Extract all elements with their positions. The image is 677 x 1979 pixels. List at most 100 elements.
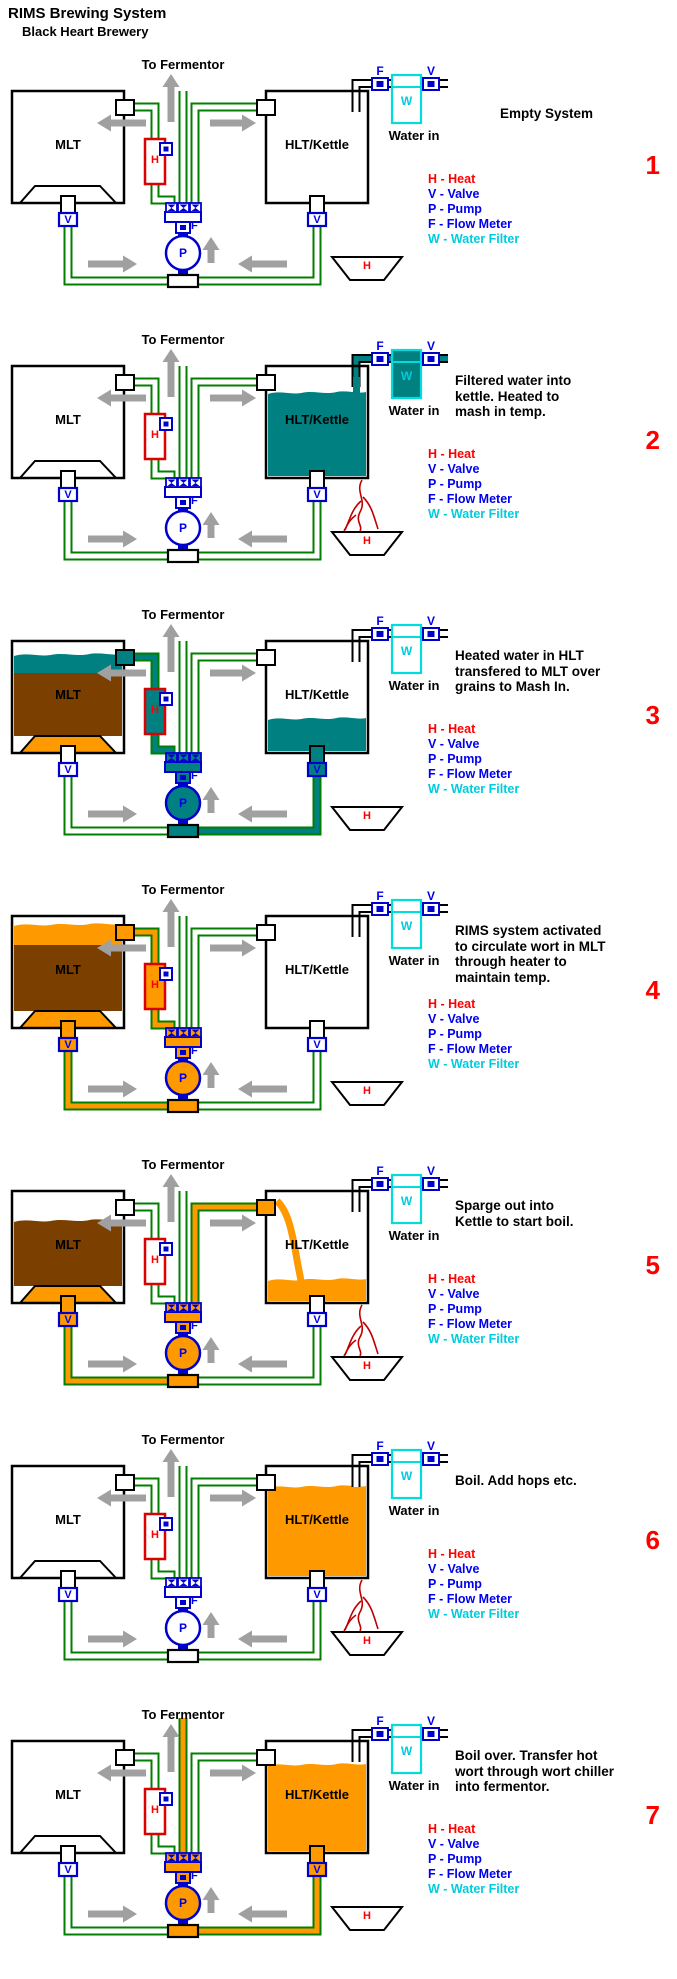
mlt-in-arrow [97, 1764, 146, 1782]
kettle-in-arrow [210, 1489, 256, 1507]
burner-pan [329, 1356, 405, 1381]
valve-glyph [167, 1304, 176, 1308]
pipe-mlt-to-pump-core [65, 1051, 181, 1109]
to-fermentor-label: To Fermentor [141, 57, 225, 72]
legend-item: F - Flow Meter [428, 1317, 513, 1331]
valve-glyph [167, 758, 176, 761]
hlt-kettle-label: HLT/Kettle [284, 412, 350, 427]
kettle-valve [306, 486, 328, 503]
pipe-kettle-to-pump-core [185, 1051, 320, 1109]
mlt-label: MLT [55, 1787, 81, 1802]
pipe-kettle-to-pump-wall [185, 1601, 322, 1661]
mlt-valve [57, 1586, 79, 1603]
to-fermentor-label: To Fermentor [141, 1707, 225, 1722]
kettle-in-arrow [210, 939, 256, 957]
stage-description-line: kettle. Heated to [455, 388, 560, 404]
inlet-flow-meter-label: F [376, 1714, 384, 1728]
inlet-flow-meter-core [376, 906, 384, 912]
valve-glyph [191, 204, 200, 208]
legend-item: W - Water Filter [428, 232, 520, 246]
water-in-label: Water in [388, 1228, 440, 1243]
flow-meter-core [180, 500, 186, 505]
legend-item: V - Valve [428, 187, 480, 201]
to-fermentor-label: To Fermentor [141, 1157, 225, 1172]
panel-drawing [10, 73, 448, 289]
stage-number: 2 [645, 425, 660, 455]
pipe-kettle-to-pump-wall [185, 501, 322, 561]
panel-drawing [10, 1718, 448, 1939]
valve-glyph [191, 479, 200, 483]
kettle-outlet-stub [309, 1295, 325, 1314]
kettle-valve [306, 1861, 328, 1878]
mlt-outlet-stub [60, 1020, 76, 1039]
kettle-valve [306, 1311, 328, 1328]
mlt-in-arrow [97, 939, 146, 957]
kettle-valve [306, 761, 328, 778]
inlet-valve-core [427, 81, 435, 87]
flame [357, 1304, 364, 1357]
kettle-inlet-port [256, 1199, 276, 1216]
pipe-junction [166, 823, 200, 839]
legend-item: F - Flow Meter [428, 767, 513, 781]
mlt-valve-label: V [64, 1038, 72, 1051]
stage-description-line: Heated water in HLT [455, 648, 584, 663]
valve-glyph [179, 479, 188, 483]
legend-item: F - Flow Meter [428, 492, 513, 506]
pipe-mlt-to-pump-core [65, 501, 181, 559]
legend-item: H - Heat [428, 1822, 476, 1836]
stage-number: 3 [645, 700, 660, 730]
pipe-mlt-to-pump-wall [63, 1326, 181, 1386]
burner-label: H [363, 535, 371, 547]
mlt-grain-bed [14, 1219, 122, 1286]
kettle-valve [306, 1586, 328, 1603]
flow-meter-core [180, 775, 186, 780]
legend-item: V - Valve [428, 737, 480, 751]
valve-glyph [191, 754, 200, 758]
fermentor-up-arrow [162, 1724, 180, 1772]
mlt-label: MLT [55, 412, 81, 427]
hlt-kettle-label: HLT/Kettle [284, 962, 350, 977]
burner-pan [329, 1906, 405, 1931]
pump [164, 784, 202, 822]
mlt-grain-bed [14, 942, 122, 1011]
pump-label: P [178, 246, 187, 260]
pipe-heater-to-mlt-core [134, 654, 158, 691]
inlet-valve-label: V [426, 614, 435, 628]
legend-item: W - Water Filter [428, 1057, 520, 1071]
pipe-manifold-to-kettle-core [192, 1204, 260, 1307]
burner-label: H [363, 260, 371, 272]
legend-item: P - Pump [428, 1852, 482, 1866]
inlet-flow-meter-label: F [376, 1439, 384, 1453]
hlt-kettle-label: HLT/Kettle [284, 137, 350, 152]
stage-number: 1 [645, 150, 660, 180]
legend-item: H - Heat [428, 997, 476, 1011]
valve-glyph [179, 483, 188, 486]
water-in-label: Water in [388, 1503, 440, 1518]
pipe-kettle-to-pump-core [185, 776, 320, 834]
flow-meter-core [180, 1875, 186, 1880]
pump-label: P [178, 796, 187, 810]
pipe-mlt-to-pump-core [65, 1326, 181, 1384]
mlt-outlet-stub [60, 1295, 76, 1314]
inlet-valve-label: V [426, 1164, 435, 1178]
stage-number: 6 [645, 1525, 660, 1555]
pump-outlet-stub [178, 1645, 188, 1651]
flame [343, 1339, 357, 1357]
bottom-right-arrow [238, 255, 287, 273]
pipe-kettle-to-pump-wall [185, 226, 322, 286]
kettle-in-arrow [210, 664, 256, 682]
legend-item: F - Flow Meter [428, 217, 513, 231]
fermentor-up-arrow [162, 1174, 180, 1222]
stage-description-line: Boil. Add hops etc. [455, 1473, 577, 1488]
stage-number: 7 [645, 1800, 660, 1830]
to-fermentor-label: To Fermentor [141, 607, 225, 622]
legend-item: F - Flow Meter [428, 1867, 513, 1881]
burner-label: H [363, 1360, 371, 1372]
kettle-liquid [268, 1485, 366, 1576]
legend-item: H - Heat [428, 1272, 476, 1286]
kettle-inlet-port [256, 649, 276, 666]
water-filter-label: W [400, 644, 413, 658]
kettle-in-arrow [210, 1764, 256, 1782]
